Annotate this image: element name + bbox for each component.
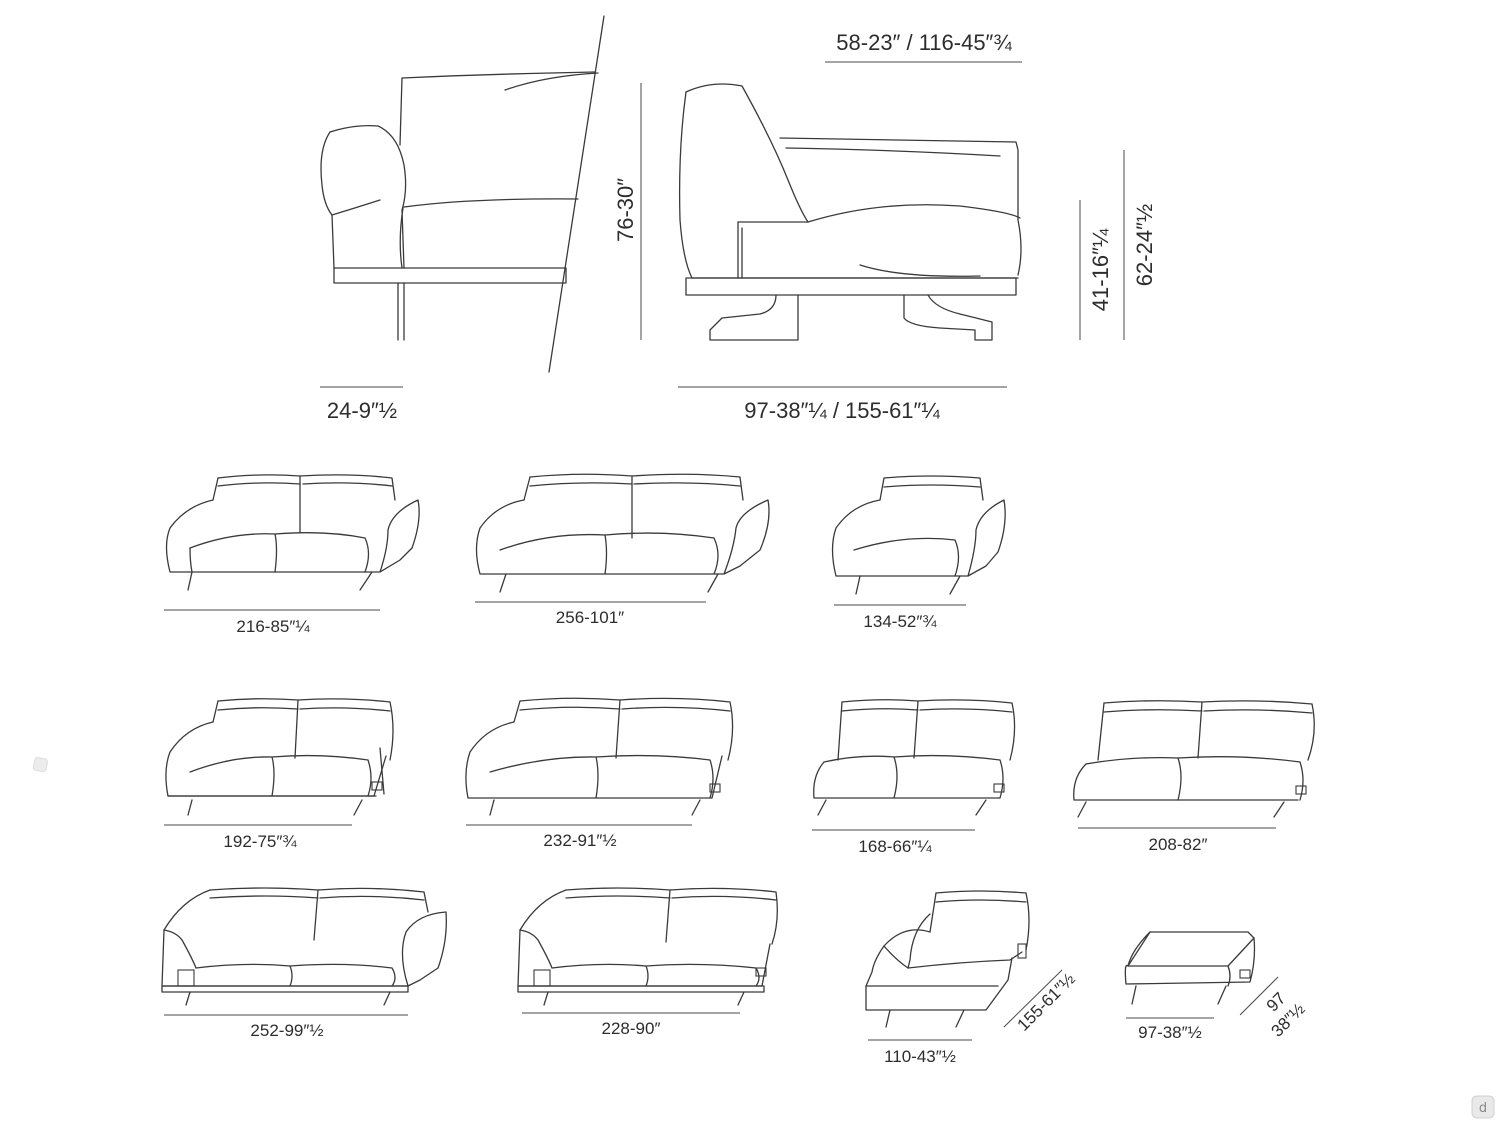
arm-width-label: 24-9″½	[327, 398, 397, 423]
sofa-256	[475, 473, 770, 603]
sofa-232	[465, 697, 734, 826]
badge-square-icon	[1471, 1095, 1495, 1119]
total-depth-label: 58-23″ / 116-45″¾	[836, 30, 1012, 55]
sofa-216-label: 216-85″¼	[236, 617, 310, 636]
seat-height-label: 41-16″¼	[1088, 228, 1113, 311]
sofa-192-label: 192-75″¾	[223, 832, 297, 851]
chaise-110	[865, 890, 1063, 1041]
chaise-110-label: 110-43″½	[884, 1047, 956, 1066]
faint-square-icon	[32, 756, 49, 773]
arm-height-label: 62-24″½	[1132, 204, 1157, 286]
height-label: 76-30″	[613, 178, 638, 242]
sofa-252	[161, 887, 447, 1016]
sofa-232-label: 232-91″½	[543, 831, 616, 850]
sofa-252-label: 252-99″½	[250, 1021, 323, 1040]
sofa-192	[164, 698, 394, 826]
side-view-seat	[678, 83, 1022, 388]
sofa-208	[1073, 700, 1315, 829]
side-view-armrest	[320, 15, 605, 388]
sofa-256-label: 256-101″	[556, 608, 624, 627]
sofa-228-label: 228-90″	[602, 1019, 661, 1038]
sofa-168-label: 168-66″¼	[858, 837, 932, 856]
logo-badge[interactable]: d	[1471, 1095, 1495, 1119]
badge-letter: d	[1479, 1101, 1487, 1116]
pouf-97	[1124, 931, 1279, 1019]
sofa-216	[164, 474, 420, 611]
armchair-134	[831, 475, 1006, 606]
armchair-134-label: 134-52″¾	[863, 612, 937, 631]
sofa-228	[517, 887, 778, 1014]
sofa-208-label: 208-82″	[1149, 835, 1208, 854]
seat-depth-label: 97-38″¼ / 155-61″¼	[744, 398, 940, 423]
sofa-168	[812, 699, 1016, 831]
chaise-depth-label: 155-61″½	[1014, 970, 1079, 1035]
pouf-97-label: 97-38″½	[1138, 1023, 1202, 1042]
